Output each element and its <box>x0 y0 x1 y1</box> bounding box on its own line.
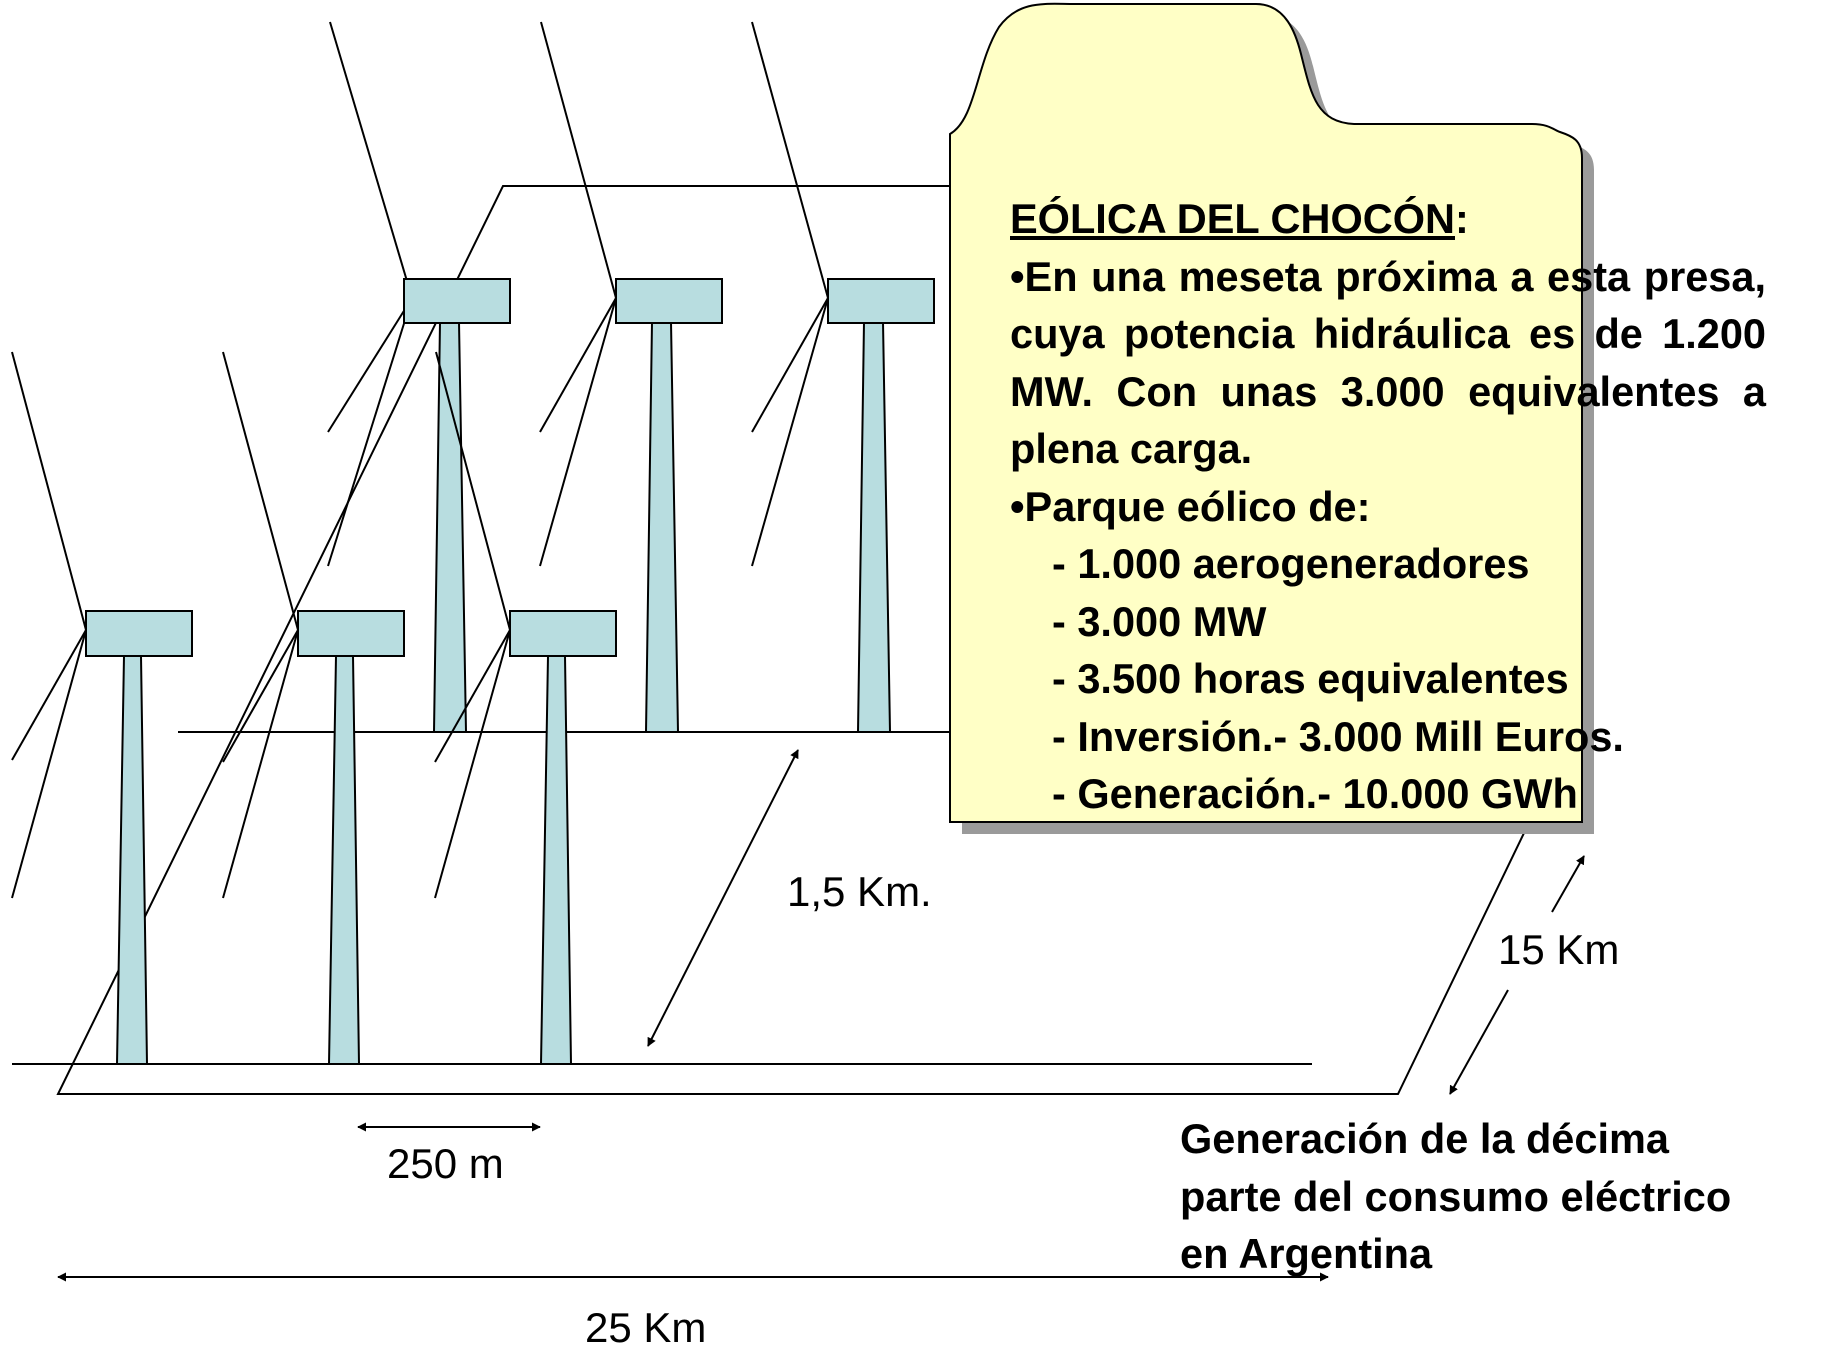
note-item: - Generación.- 10.000 GWh <box>1052 770 1578 817</box>
note-item: - 3.500 horas equivalentes <box>1052 655 1569 702</box>
note-item: - Inversión.- 3.000 Mill Euros. <box>1052 712 1624 760</box>
note-text: EÓLICA DEL CHOCÓN: •En una meseta próxim… <box>1010 190 1766 823</box>
wind-turbine <box>11 351 193 1065</box>
wind-turbine <box>539 21 723 733</box>
footer-line: parte del consumo eléctrico <box>1180 1172 1732 1220</box>
width-dimension-arrow-lower <box>1449 989 1509 1095</box>
note-item: - 3.000 MW <box>1052 597 1267 645</box>
note-heading: EÓLICA DEL CHOCÓN: <box>1010 190 1766 248</box>
wind-turbine <box>222 351 405 1065</box>
note-title: EÓLICA DEL CHOCÓN <box>1010 195 1455 242</box>
plateau-outline <box>56 185 1539 1095</box>
note-title-suffix: : <box>1455 195 1469 242</box>
depth-label: 1,5 Km. <box>787 868 932 915</box>
footer-line: en Argentina <box>1180 1230 1433 1277</box>
length-label: 25 Km <box>585 1304 707 1351</box>
wind-turbine <box>751 21 935 733</box>
note-paragraph-parque: •Parque eólico de: <box>1010 482 1371 530</box>
footer-line: Generación de la décima <box>1180 1115 1669 1162</box>
note-paragraph-presa: •En una meseta próxima a esta presa, cuy… <box>1010 252 1766 473</box>
note-box <box>949 2 1583 823</box>
footer-text: Generación de la décima parte del consum… <box>1180 1110 1731 1283</box>
note-item: - 1.000 aerogeneradores <box>1052 540 1530 587</box>
width-dimension-arrow-upper <box>1551 855 1585 913</box>
note-item-list: - 1.000 aerogeneradores - 3.000 MW - 3.5… <box>1010 535 1766 823</box>
wind-turbine <box>327 21 511 733</box>
spacing-label: 250 m <box>387 1140 504 1187</box>
width-label: 15 Km <box>1498 926 1620 973</box>
wind-turbine <box>434 351 617 1065</box>
depth-dimension-arrow <box>647 749 799 1047</box>
